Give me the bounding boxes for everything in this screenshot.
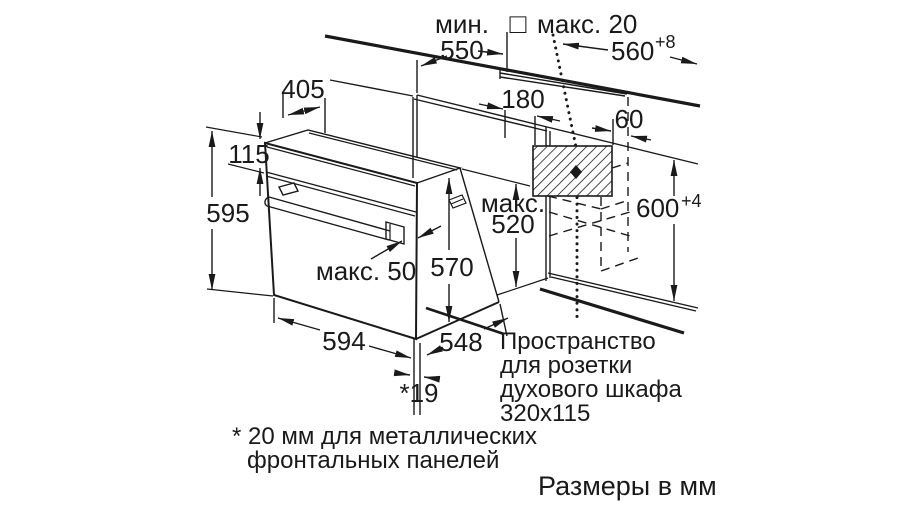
- socket-note-line4: 320x115: [500, 400, 590, 427]
- worktop-back-edge-line: [324, 34, 701, 108]
- dim-socket-offset-top: 60: [591, 104, 652, 145]
- dim-niche-width-tolerance: +8: [655, 32, 676, 52]
- dim-socket-offset-top-label: 60: [615, 104, 644, 134]
- socket-note-line2: для розетки: [500, 352, 632, 379]
- dim-top-depth-label: 405: [281, 74, 324, 104]
- dim-niche-height: 600 +4: [636, 160, 702, 301]
- dim-panel-height: 115: [227, 112, 270, 196]
- dim-front-gap-label: *19: [399, 378, 438, 408]
- dim-body-height: 570: [430, 178, 474, 322]
- units-note: Размеры в мм: [538, 471, 717, 501]
- dim-frame: □ макс. 20: [510, 8, 638, 39]
- oven: [263, 129, 500, 341]
- dim-socket-offset-x-label: 180: [501, 84, 544, 114]
- plinth-edge-line: [539, 287, 685, 335]
- dim-frame-label: макс. 20: [537, 9, 637, 39]
- control-panel-bottom-edge: [265, 171, 417, 213]
- dim-niche-depth-label: 520: [491, 209, 534, 239]
- oven-top-face: [264, 129, 463, 184]
- dim-front-gap: *19: [393, 338, 441, 415]
- dim-oven-height-label: 595: [206, 198, 249, 228]
- worktop: [324, 32, 701, 108]
- oven-bottom-back-edge: [415, 301, 500, 340]
- dim-oven-width: 594: [273, 298, 412, 359]
- dim-niche-height-tolerance: +4: [681, 191, 702, 211]
- dim-niche-width: 560 +8: [562, 32, 698, 66]
- dim-socket-offset-x: 180: [478, 84, 561, 145]
- dim-oven-height: 595: [205, 126, 274, 297]
- footnote-line2: фронтальных панелей: [247, 447, 499, 474]
- dim-worktop-depth-label: 550: [440, 35, 483, 65]
- frame-symbol-icon: □: [510, 8, 527, 39]
- footnote-line1: * 20 мм для металлических: [232, 423, 537, 450]
- dim-worktop-depth: мин. 550: [420, 9, 504, 67]
- dim-handle-depth-label: макс. 50: [316, 256, 416, 286]
- base-edge-line: [425, 306, 505, 336]
- dim-oven-width-label: 594: [322, 326, 365, 356]
- oven-handle: [264, 182, 405, 245]
- socket-marker-icon: [570, 165, 582, 179]
- dim-niche-depth: макс. 520: [481, 184, 545, 287]
- dim-niche-height-label: 600: [636, 193, 679, 223]
- dim-niche-depth-prefix: макс.: [481, 188, 545, 218]
- socket-note-line3: духового шкафа: [500, 376, 683, 403]
- socket-note-line1: Пространство: [500, 328, 656, 355]
- cabinet-niche: [412, 33, 699, 336]
- dim-panel-height-label: 115: [228, 139, 269, 169]
- dim-body-height-label: 570: [430, 252, 473, 282]
- dim-worktop-depth-prefix: мин.: [435, 9, 489, 39]
- dim-handle-depth: макс. 50: [316, 225, 442, 286]
- dim-body-depth-label: 548: [439, 327, 482, 357]
- footnote: * 20 мм для металлических фронтальных па…: [232, 423, 537, 474]
- dim-top-depth: 405: [281, 74, 326, 133]
- dim-body-depth: 548: [426, 303, 509, 357]
- dim-niche-width-label: 560: [611, 36, 654, 66]
- vent-slot-icon: [448, 194, 467, 209]
- socket-note: Пространство для розетки духового шкафа …: [500, 328, 683, 427]
